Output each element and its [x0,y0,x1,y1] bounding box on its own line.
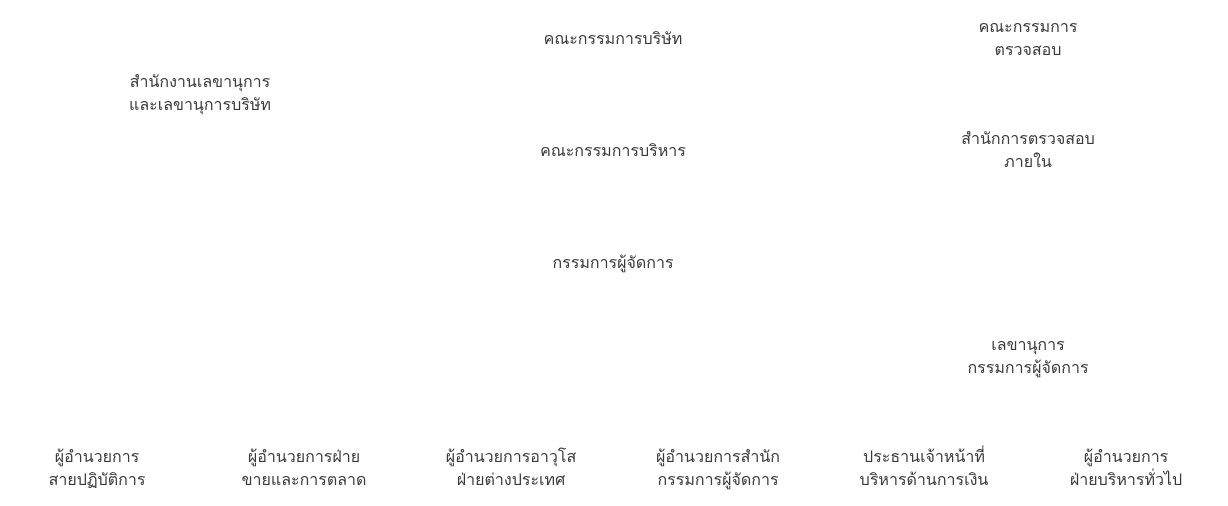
node-label: ผู้อำนวยการ [54,447,140,466]
node-label: ผู้อำนวยการ [1083,447,1169,466]
node-label: ประธานเจ้าหน้าที่ [863,447,985,466]
node-label: บริหารด้านการเงิน [859,470,989,489]
node-label: ฝ่ายต่างประเทศ [456,470,566,489]
node-label: สายปฏิบัติการ [48,470,146,489]
node-label: ภายใน [1004,152,1052,171]
node-label: เลขานุการ [991,335,1065,354]
node-label: ผู้อำนวยการอาวุโส [445,447,577,466]
node-label: และเลขานุการบริษัท [129,95,271,114]
node-label: ผู้อำนวยการฝ่าย [247,447,361,466]
department-node-international: ผู้อำนวยการอาวุโส ฝ่ายต่างประเทศ [446,445,576,491]
internal-audit-office-node: สำนักการตรวจสอบ ภายใน [961,127,1095,173]
node-label: สำนักการตรวจสอบ [961,129,1095,148]
node-label: ตรวจสอบ [994,40,1062,59]
node-label: กรรมการผู้จัดการ [967,358,1089,377]
node-label: ผู้อำนวยการสำนัก [656,447,780,466]
managing-director-node: กรรมการผู้จัดการ [552,251,673,274]
node-label: กรรมการผู้จัดการ [552,253,674,272]
node-label: สำนักงานเลขานุการ [129,72,271,91]
department-node-md-office: ผู้อำนวยการสำนัก กรรมการผู้จัดการ [656,445,780,491]
executive-committee-node: คณะกรรมการบริหาร [540,139,686,162]
node-label: คณะกรรมการ [978,17,1078,36]
node-label: กรรมการผู้จัดการ [657,470,779,489]
node-label: ขายและการตลาด [241,470,367,489]
department-node-cfo: ประธานเจ้าหน้าที่ บริหารด้านการเงิน [860,445,989,491]
node-label: คณะกรรมการบริหาร [540,141,686,160]
board-of-directors-node: คณะกรรมการบริษัท [544,27,683,50]
node-label: คณะกรรมการบริษัท [543,29,683,48]
node-label: ฝ่ายบริหารทั่วไป [1069,470,1183,489]
department-node-general-admin: ผู้อำนวยการ ฝ่ายบริหารทั่วไป [1070,445,1182,491]
md-secretary-node: เลขานุการ กรรมการผู้จัดการ [967,333,1088,379]
department-node-sales-marketing: ผู้อำนวยการฝ่าย ขายและการตลาด [242,445,367,491]
department-node-operations: ผู้อำนวยการ สายปฏิบัติการ [49,445,146,491]
secretary-office-node: สำนักงานเลขานุการ และเลขานุการบริษัท [129,70,271,116]
audit-committee-node: คณะกรรมการ ตรวจสอบ [979,15,1078,61]
